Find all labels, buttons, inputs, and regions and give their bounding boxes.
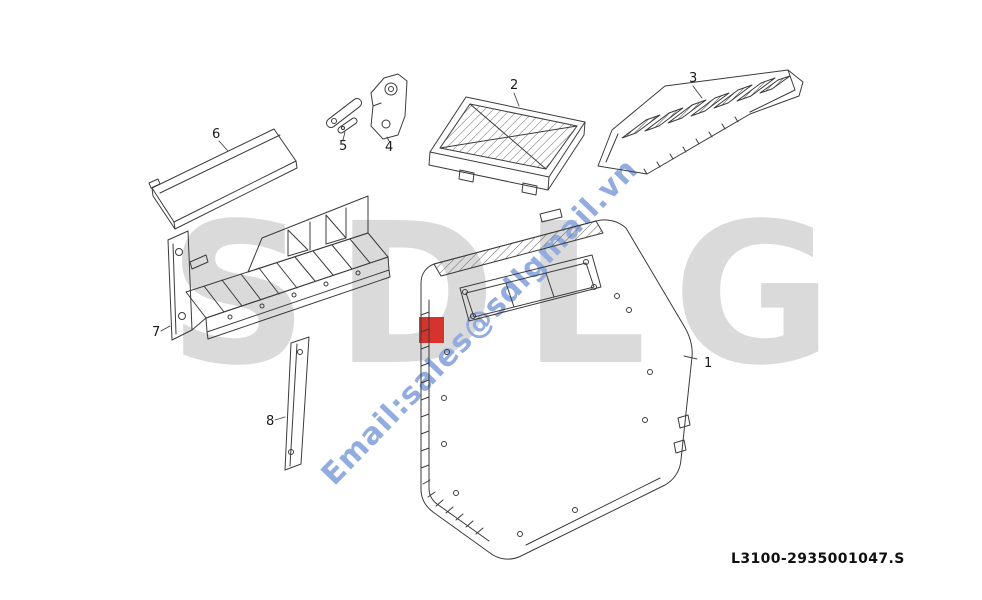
callout-6: 6 (212, 127, 229, 152)
part-4-outline (370, 73, 408, 140)
part-6-cover-plate (148, 128, 298, 230)
part-6-outline (151, 128, 297, 223)
part-1-recess-inner (465, 262, 595, 318)
bolt-hole (462, 289, 468, 295)
callouts: 1 2 3 4 5 (152, 71, 712, 429)
sdlg-logo-red-square-icon (419, 317, 444, 343)
callout-2-label: 2 (510, 78, 518, 93)
callout-7-label: 7 (152, 325, 160, 340)
part-4-bracket (370, 73, 408, 140)
part-3-grille (597, 69, 804, 175)
part-2-filter-element (428, 96, 586, 196)
part-1-inner-flange (428, 299, 490, 542)
part-1-main-cover-panel (420, 208, 693, 560)
callout-8-label: 8 (266, 414, 274, 429)
callout-1-label: 1 (704, 356, 712, 371)
callout-6-label: 6 (212, 127, 220, 142)
part-3-outline (597, 69, 804, 175)
callout-4-label: 4 (385, 140, 393, 155)
part-7-end-plate (167, 230, 193, 341)
part-1-hatched-edge (433, 220, 604, 277)
part-8-strip (284, 336, 310, 471)
callout-1: 1 (683, 355, 712, 371)
callout-7: 7 (152, 325, 171, 340)
part-5-handle (326, 98, 362, 134)
bolt-hole (583, 259, 589, 265)
grille-slot (621, 114, 661, 139)
part-8-outline (284, 336, 310, 471)
callout-3: 3 (689, 71, 703, 99)
callout-8: 8 (266, 414, 286, 429)
callout-2: 2 (510, 78, 520, 107)
drawing-number: L3100-2935001047.S (731, 551, 905, 567)
part-1-recess-outer (459, 254, 602, 322)
callout-3-label: 3 (689, 71, 697, 86)
callout-4: 4 (385, 136, 393, 155)
part-7-support-frame (167, 195, 391, 341)
callout-5: 5 (339, 131, 347, 154)
callout-5-label: 5 (339, 139, 347, 154)
part-7-back-wall (247, 195, 369, 273)
sdlg-logo-watermark: SDLG (168, 181, 859, 408)
